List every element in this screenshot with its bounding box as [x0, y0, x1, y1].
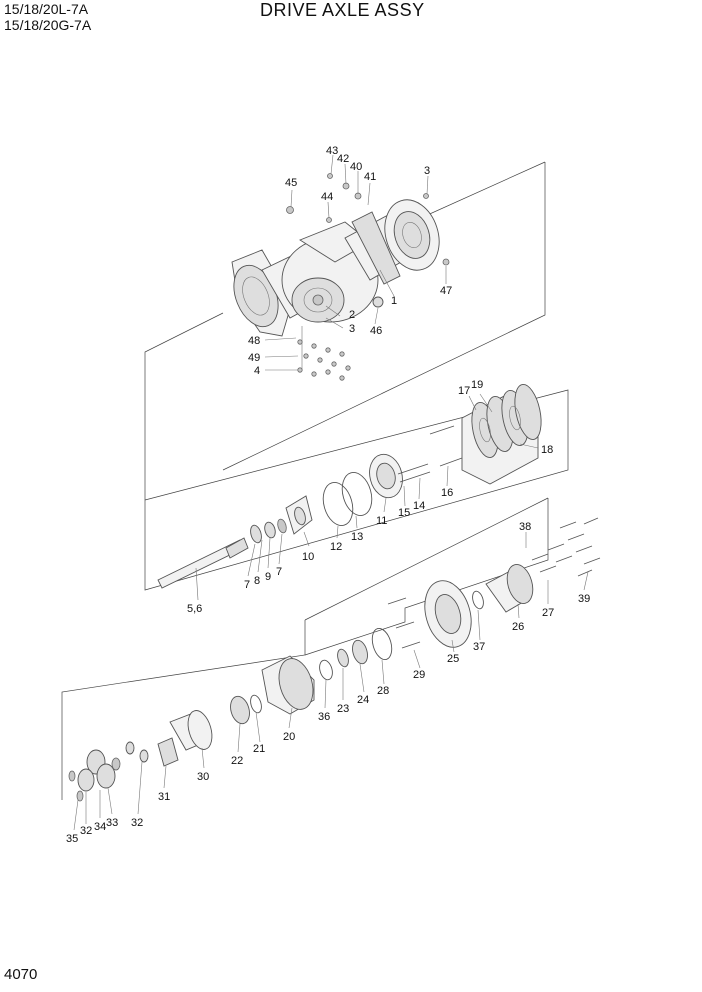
callout-27: 27: [542, 607, 554, 619]
callout-7-right: 7: [276, 566, 282, 578]
callout-43: 43: [326, 145, 338, 157]
callout-13: 13: [351, 531, 363, 543]
callout-41: 41: [364, 171, 376, 183]
callout-25: 25: [447, 653, 459, 665]
callout-9: 9: [265, 571, 271, 583]
callout-42: 42: [337, 153, 349, 165]
callout-47: 47: [440, 285, 452, 297]
callout-4: 4: [254, 365, 260, 377]
diagram-title: DRIVE AXLE ASSY: [260, 0, 425, 20]
callout-45: 45: [285, 177, 297, 189]
callout-12: 12: [330, 541, 342, 553]
callout-32-left: 32: [80, 825, 92, 837]
callout-11: 11: [376, 515, 387, 527]
bolt-field-housing: [297, 339, 351, 381]
callout-49: 49: [248, 352, 260, 364]
callout-18: 18: [541, 444, 553, 456]
model-line-2: 15/18/20G-7A: [4, 17, 92, 33]
callout-24: 24: [357, 694, 369, 706]
callout-5-6: 5,6: [187, 603, 202, 615]
hub-and-planetary-group: [68, 517, 601, 831]
bolt-field-hub: [531, 517, 601, 577]
callout-33: 33: [106, 817, 118, 829]
callout-26: 26: [512, 621, 524, 633]
section-frame-lines: [61, 161, 569, 800]
callout-31: 31: [158, 791, 170, 803]
callout-35: 35: [66, 833, 78, 845]
callout-10: 10: [302, 551, 314, 563]
callout-37: 37: [473, 641, 485, 653]
callout-7-left: 7: [244, 579, 250, 591]
callout-19: 19: [471, 379, 483, 391]
axle-housing-assembly: [231, 154, 450, 381]
brake-and-shaft-group: [157, 384, 542, 601]
callout-3-carrier: 3: [349, 323, 355, 335]
callout-17: 17: [458, 385, 470, 397]
callout-36: 36: [318, 711, 330, 723]
callout-39: 39: [578, 593, 590, 605]
callout-40: 40: [350, 161, 362, 173]
callout-16: 16: [441, 487, 453, 499]
callout-23: 23: [337, 703, 349, 715]
callout-22: 22: [231, 755, 243, 767]
callout-1: 1: [391, 295, 397, 307]
callout-29: 29: [413, 669, 425, 681]
callout-labels: 43 42 40 41 3 45 44 47 1 2 3 46 48 49 4 …: [66, 145, 590, 845]
callout-46: 46: [370, 325, 382, 337]
callout-32-right: 32: [131, 817, 143, 829]
callout-34: 34: [94, 821, 106, 833]
page-number: 4070: [4, 966, 38, 983]
callout-15: 15: [398, 507, 410, 519]
callout-21: 21: [253, 743, 265, 755]
callout-8: 8: [254, 575, 260, 587]
callout-14: 14: [413, 500, 425, 512]
callout-20: 20: [283, 731, 295, 743]
callout-3: 3: [424, 165, 430, 177]
callout-48: 48: [248, 335, 260, 347]
callout-2: 2: [349, 309, 355, 321]
callout-30: 30: [197, 771, 209, 783]
model-line-1: 15/18/20L-7A: [4, 1, 89, 17]
callout-38: 38: [519, 521, 531, 533]
callout-44: 44: [321, 191, 333, 203]
callout-28: 28: [377, 685, 389, 697]
